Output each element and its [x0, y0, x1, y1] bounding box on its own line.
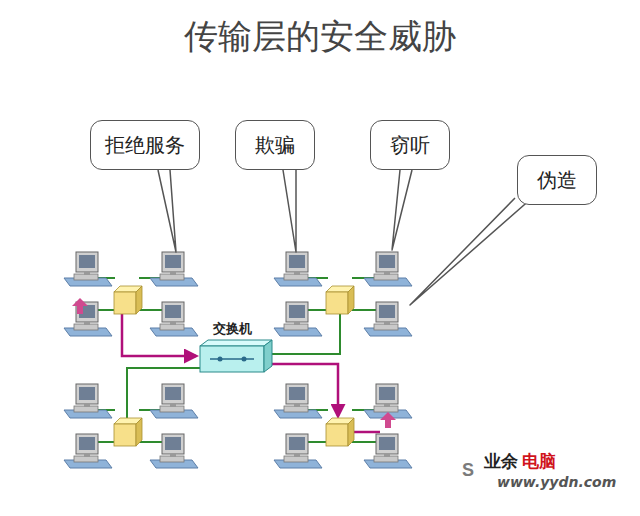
node-text: 拒绝服务	[105, 132, 185, 159]
callout-bubble: 欺骗	[235, 120, 315, 170]
node-text: 伪造	[537, 167, 577, 194]
node-text: 窃听	[390, 132, 430, 159]
svg-text:S: S	[462, 460, 474, 480]
watermark: www.yydn.com	[497, 474, 616, 490]
node-text: 欺骗	[255, 132, 295, 159]
watermark: 电脑	[522, 450, 556, 473]
callout-bubble: 伪造	[517, 155, 597, 205]
node-text: 交换机	[213, 320, 252, 338]
callout-bubble: 拒绝服务	[90, 120, 200, 170]
diagram-title: 传输层的安全威胁	[0, 14, 640, 60]
switch-label: 交换机	[211, 320, 254, 338]
watermark: 业余	[484, 450, 518, 473]
callout-bubble: 窃听	[370, 120, 450, 170]
